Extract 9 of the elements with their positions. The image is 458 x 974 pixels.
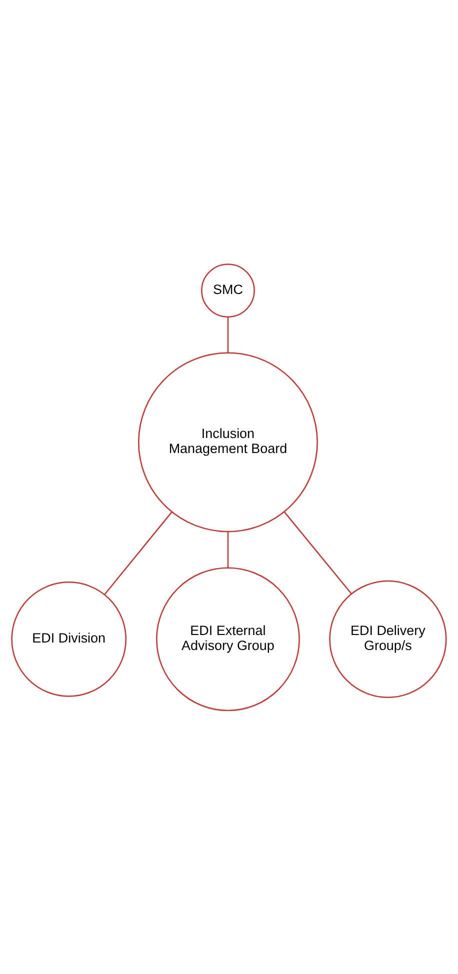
node-circle: Inclusion Management Board — [138, 352, 318, 532]
node-circle: SMC — [201, 263, 255, 317]
connector — [227, 316, 229, 352]
node-circle: EDI Delivery Group/s — [329, 580, 447, 698]
node-circle: EDI Division — [11, 581, 127, 696]
connector — [227, 531, 229, 568]
connector — [284, 511, 352, 594]
connector — [104, 511, 172, 594]
node-circle: EDI External Advisory Group — [156, 566, 300, 711]
